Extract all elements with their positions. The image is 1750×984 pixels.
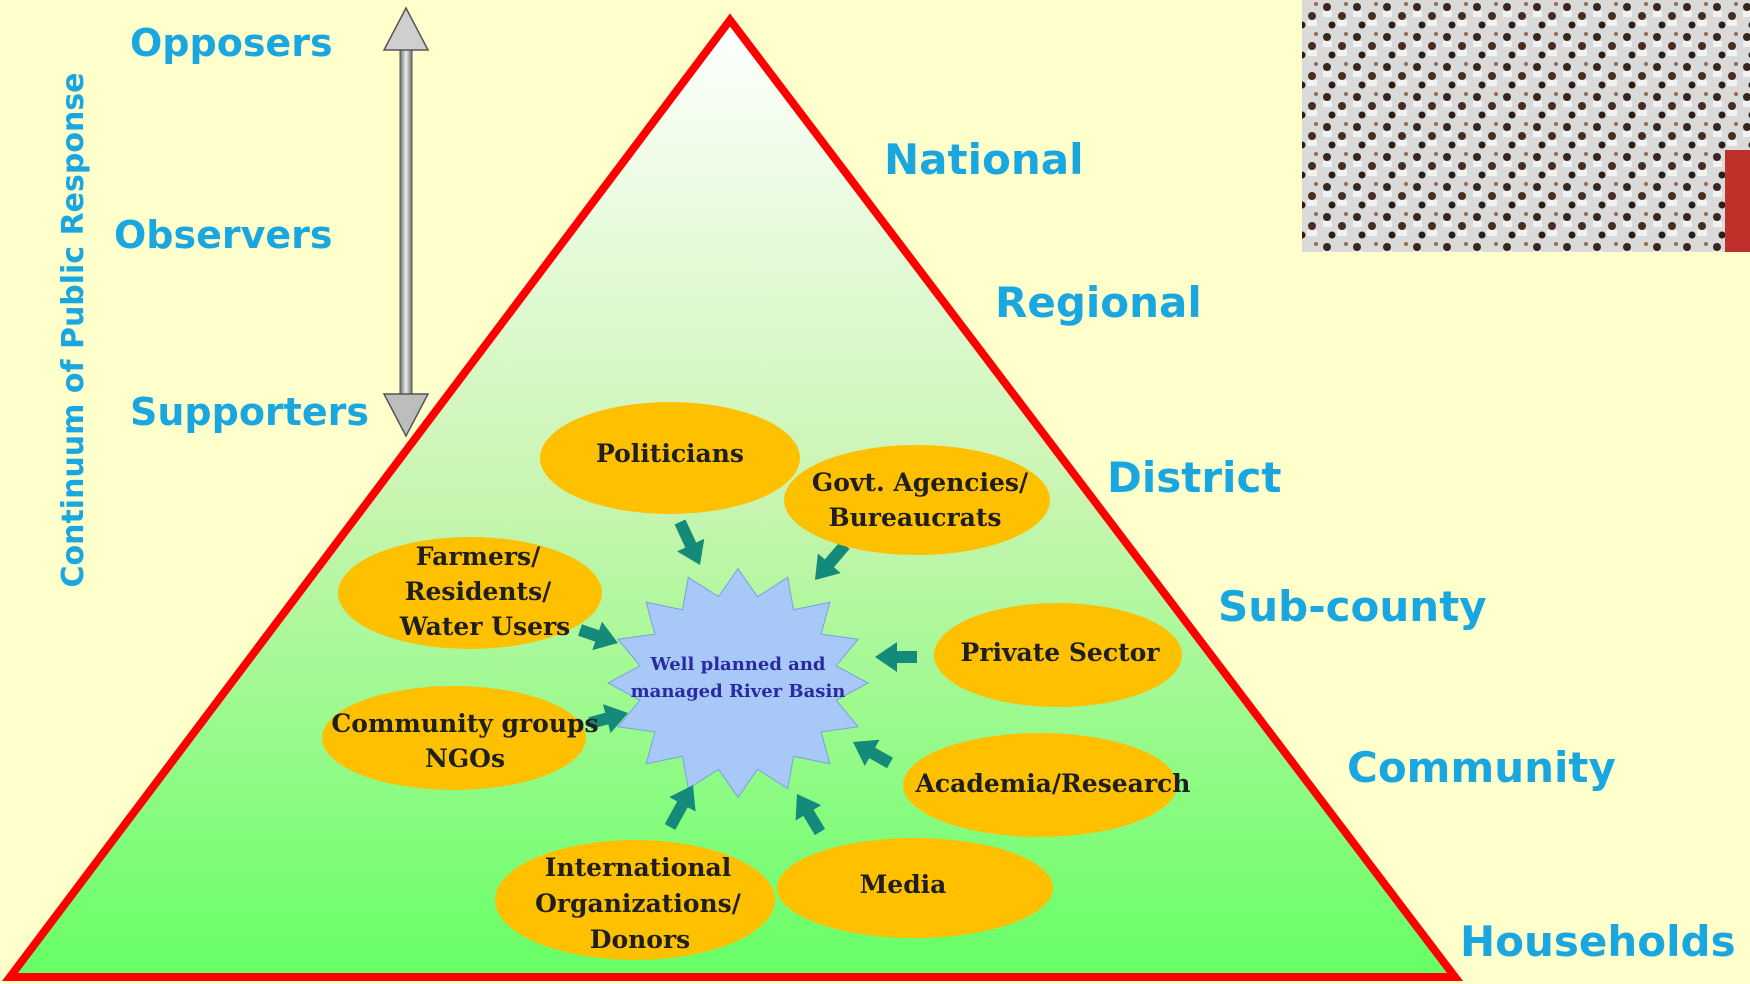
level-supporters: Supporters bbox=[130, 390, 369, 434]
stakeholder-international-orgs: International Organizations/ Donors bbox=[495, 840, 775, 960]
scale-sub-county: Sub-county bbox=[1218, 582, 1487, 631]
center-starburst bbox=[606, 567, 870, 799]
svg-text:Residents/: Residents/ bbox=[405, 577, 552, 606]
stakeholder-govt-agencies: Govt. Agencies/ Bureaucrats bbox=[784, 445, 1050, 555]
scale-district: District bbox=[1107, 453, 1281, 502]
stakeholder-media: Media bbox=[777, 838, 1053, 938]
stakeholder-academia: Academia/Research bbox=[903, 733, 1190, 837]
arrow-to-center bbox=[578, 621, 618, 651]
stakeholder-politicians: Politicians bbox=[540, 402, 800, 514]
stakeholder-community-groups: Community groups NGOs bbox=[322, 686, 599, 790]
arrow-to-center bbox=[815, 541, 850, 580]
scale-national: National bbox=[884, 135, 1083, 184]
svg-text:NGOs: NGOs bbox=[425, 744, 505, 773]
center-label-line1: Well planned and bbox=[649, 654, 825, 675]
scale-households: Households bbox=[1460, 917, 1736, 966]
crowd-photo bbox=[1302, 0, 1750, 252]
svg-text:Organizations/: Organizations/ bbox=[535, 889, 742, 918]
svg-text:International: International bbox=[545, 853, 731, 882]
arrow-to-center bbox=[853, 739, 893, 769]
arrow-to-center bbox=[875, 642, 917, 672]
arrow-to-center bbox=[674, 519, 705, 565]
response-continuum-arrow bbox=[382, 6, 430, 438]
level-opposers: Opposers bbox=[130, 21, 333, 65]
arrow-to-center bbox=[795, 794, 826, 836]
svg-text:Academia/Research: Academia/Research bbox=[915, 769, 1191, 798]
stakeholder-text: Politicians bbox=[596, 439, 744, 468]
svg-text:Donors: Donors bbox=[590, 925, 690, 954]
stakeholder-private-sector: Private Sector bbox=[934, 603, 1182, 707]
scale-regional: Regional bbox=[995, 278, 1202, 327]
svg-text:Media: Media bbox=[860, 870, 947, 899]
svg-text:Community groups: Community groups bbox=[331, 709, 598, 738]
stakeholder-farmers: Farmers/ Residents/ Water Users bbox=[338, 537, 602, 649]
svg-text:Private Sector: Private Sector bbox=[961, 638, 1161, 667]
arrow-to-center bbox=[664, 785, 696, 830]
svg-text:Govt. Agencies/: Govt. Agencies/ bbox=[812, 468, 1029, 497]
svg-text:Bureaucrats: Bureaucrats bbox=[829, 503, 1002, 532]
stakeholder-arrows bbox=[578, 519, 917, 836]
scale-community: Community bbox=[1347, 743, 1616, 792]
svg-text:Water Users: Water Users bbox=[399, 612, 570, 641]
center-label-line2: managed River Basin bbox=[631, 681, 846, 702]
arrow-to-center bbox=[588, 704, 628, 734]
level-observers: Observers bbox=[114, 213, 333, 257]
axis-title: Continuum of Public Response bbox=[56, 72, 91, 587]
svg-text:Farmers/: Farmers/ bbox=[416, 542, 541, 571]
